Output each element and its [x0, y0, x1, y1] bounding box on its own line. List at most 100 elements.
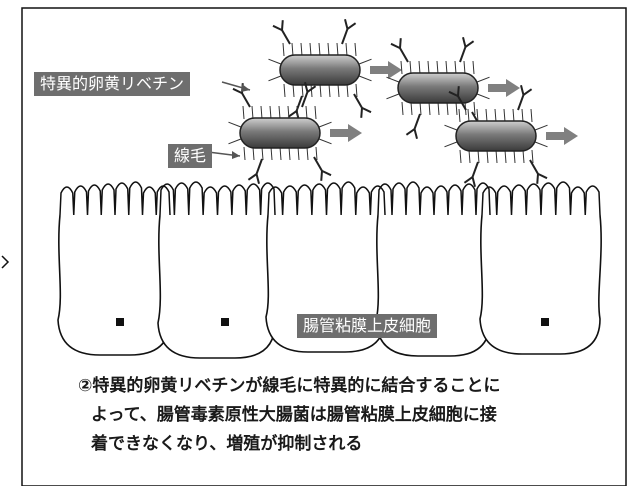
fimbria: [386, 93, 400, 100]
cell-body: [57, 214, 172, 356]
fimbria: [269, 105, 272, 120]
antibody-arm: [272, 24, 283, 32]
antibody-arm: [320, 170, 323, 181]
fimbria: [459, 149, 462, 164]
antibody-arm: [304, 82, 309, 93]
caption-line-1: ②特異的卵黄リベチンが線毛に特異的に結合することに: [78, 376, 501, 396]
fimbriae-label: 線毛: [168, 144, 213, 168]
antibody-stem: [517, 94, 525, 111]
motion-arrow-shaft: [370, 66, 388, 74]
motion-arrow-shaft: [546, 132, 564, 140]
fimbria: [401, 101, 404, 116]
fimbria: [282, 42, 285, 57]
fimbria: [436, 60, 439, 75]
antibody-arm: [413, 128, 418, 139]
fimbriae-leader-arrowhead-icon: [232, 151, 240, 159]
bacterium-body: [239, 117, 321, 149]
fimbria: [463, 60, 466, 75]
bacterium: [444, 85, 578, 187]
fimbria: [530, 108, 533, 123]
antibody-arm: [464, 40, 475, 48]
epithelium-label: 腸管粘膜上皮細胞: [297, 314, 438, 338]
fimbria: [358, 75, 372, 82]
fimbria: [428, 101, 431, 116]
fimbria: [296, 105, 299, 120]
antibody-stem: [301, 91, 309, 108]
epithelial-cell: [479, 181, 602, 355]
fimbria: [386, 76, 400, 83]
antibody-arm: [247, 173, 258, 181]
fimbria: [485, 108, 488, 123]
epithelial-cell: [57, 181, 172, 356]
caption-line-3: 着できなくなり、増殖が抑制される: [91, 434, 363, 454]
fimbria: [444, 124, 458, 131]
antibody-arm: [463, 176, 474, 184]
fimbria: [467, 108, 470, 123]
fimbria: [427, 60, 430, 75]
igy-leader-arrowhead-icon: [241, 84, 250, 92]
antibody-arm: [344, 19, 349, 30]
fimbria: [319, 83, 322, 98]
fimbria: [252, 146, 255, 161]
fimbria: [446, 101, 449, 116]
fimbria: [279, 146, 282, 161]
antibody-stem: [529, 159, 539, 175]
fimbria: [251, 105, 254, 120]
fimbria: [410, 101, 413, 116]
fimbria: [534, 124, 548, 131]
antibody-arm: [405, 128, 416, 136]
motion-arrow-shaft: [488, 84, 506, 92]
fimbria: [300, 42, 303, 57]
antibody-arm: [287, 110, 298, 118]
fimbria: [400, 60, 403, 75]
antibody-arm: [537, 172, 548, 180]
antibody-arm: [399, 38, 402, 49]
fimbria: [454, 60, 457, 75]
fimbria: [472, 60, 475, 75]
fimbria: [345, 42, 348, 57]
antibody-arm: [346, 22, 357, 30]
antibody-arm: [390, 42, 401, 50]
microvilli: [59, 181, 171, 216]
fimbria: [358, 58, 372, 65]
fimbria: [355, 83, 358, 98]
antibody-stem: [413, 113, 421, 130]
nucleus: [221, 318, 229, 326]
fimbria: [242, 105, 245, 120]
fimbria: [310, 83, 313, 98]
fimbria: [291, 42, 294, 57]
fimbria: [243, 146, 246, 161]
fimbria: [306, 146, 309, 161]
fimbria: [455, 101, 458, 116]
antibody-arm: [321, 169, 332, 177]
fimbria: [260, 105, 263, 120]
antibody-arm: [360, 107, 363, 118]
antibody-arm: [306, 85, 317, 93]
fimbria: [419, 101, 422, 116]
fimbria: [314, 105, 317, 120]
bacterium-body: [397, 72, 479, 104]
microvilli: [267, 181, 386, 216]
antibody-arm: [361, 106, 372, 114]
antibody-arm: [448, 90, 459, 98]
edge-arrow-icon: [1, 255, 10, 269]
fimbria: [437, 101, 440, 116]
microvilli: [159, 181, 276, 216]
fimbria: [268, 75, 282, 82]
fimbria: [336, 42, 339, 57]
fimbria: [292, 83, 295, 98]
fimbria: [288, 146, 291, 161]
fimbria: [445, 60, 448, 75]
fimbria: [495, 149, 498, 164]
antibody-stem: [241, 92, 251, 108]
fimbria: [503, 108, 506, 123]
bacteria-group: [228, 19, 578, 187]
fimbria: [473, 101, 476, 116]
fimbria: [228, 138, 242, 145]
fimbria: [328, 83, 331, 98]
fimbria: [337, 83, 340, 98]
antibody-stem: [471, 161, 479, 178]
fimbria: [477, 149, 480, 164]
antibody-stem: [313, 156, 323, 172]
antibody-stem: [399, 47, 409, 63]
